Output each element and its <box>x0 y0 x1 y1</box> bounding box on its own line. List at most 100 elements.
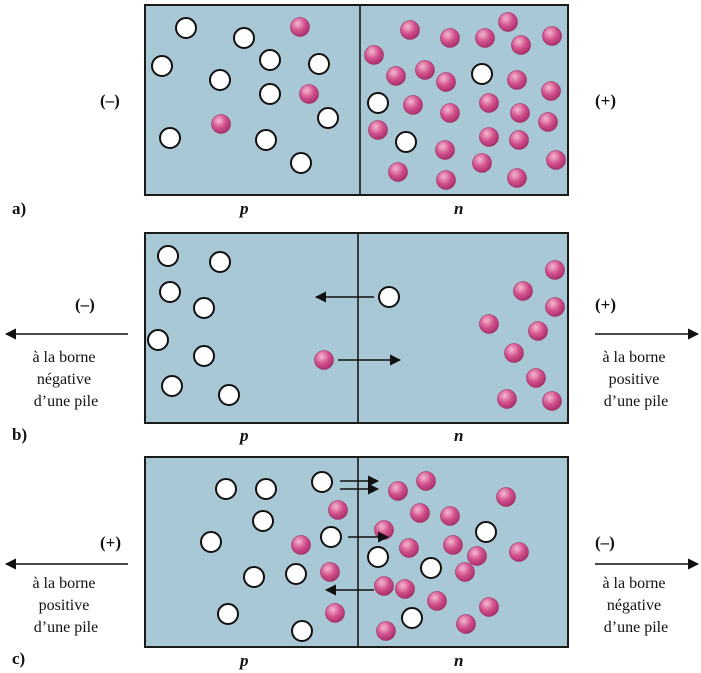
electron <box>435 140 455 160</box>
hole <box>320 526 342 548</box>
panel-c-left-text: à la borne positive d’une pile <box>32 575 99 636</box>
hole <box>378 286 400 308</box>
electron <box>542 391 562 411</box>
electron <box>314 350 334 370</box>
hole <box>209 251 231 273</box>
panel-b-left-text-line: à la borne <box>32 349 95 366</box>
electron <box>479 597 499 617</box>
hole <box>157 245 179 267</box>
panel-c-label: c) <box>12 649 25 668</box>
electron <box>443 535 463 555</box>
panel-a-p-label: p <box>238 199 249 218</box>
electron <box>440 28 460 48</box>
electron <box>510 103 530 123</box>
hole <box>395 131 417 153</box>
panel-b-right-sign: (+) <box>595 295 616 314</box>
electron <box>479 314 499 334</box>
panel-b-p-label: p <box>238 426 249 445</box>
electron <box>528 321 548 341</box>
hole <box>255 129 277 151</box>
panel-c-right-sign: (–) <box>595 533 615 552</box>
electron <box>290 17 310 37</box>
electron <box>498 12 518 32</box>
hole <box>291 620 313 642</box>
hole <box>308 53 330 75</box>
hole <box>471 63 493 85</box>
electron <box>436 72 456 92</box>
panel-b-holes <box>147 245 400 406</box>
electron <box>546 150 566 170</box>
hole <box>218 384 240 406</box>
hole <box>175 17 197 39</box>
hole <box>285 563 307 585</box>
panel-a-right-sign: (+) <box>595 91 616 110</box>
panel-c-left-text-line: d’une pile <box>34 619 98 636</box>
panel-b-left-sign: (–) <box>75 295 95 314</box>
hole <box>317 107 339 129</box>
panel-c-holes <box>200 471 497 642</box>
panel-b-left-text: à la borne négative d’une pile <box>32 349 99 410</box>
hole <box>161 375 183 397</box>
panel-a-label: a) <box>12 199 26 218</box>
panel-b-left-text-line: négative <box>37 371 91 388</box>
panel-a-electrons <box>211 12 566 190</box>
electron <box>386 66 406 86</box>
electron <box>497 389 517 409</box>
panel-a: (–) (+) p n a) <box>12 4 616 218</box>
electron <box>410 503 430 523</box>
panel-b-electrons <box>314 260 565 411</box>
panel-b: (–) (+) à la borne négative d’une pile à… <box>4 232 700 445</box>
electron <box>455 562 475 582</box>
panel-c-left-text-line: à la borne <box>32 575 95 592</box>
panel-a-n-label: n <box>454 199 463 218</box>
hole <box>259 49 281 71</box>
electron <box>496 487 516 507</box>
panel-b-right-text-line: positive <box>609 371 660 388</box>
panel-c-right-text: à la borne négative d’une pile <box>602 575 669 636</box>
electron <box>513 281 533 301</box>
electron <box>509 542 529 562</box>
electron <box>479 127 499 147</box>
electron <box>511 35 531 55</box>
electron <box>376 621 396 641</box>
electron <box>472 153 492 173</box>
electron <box>436 170 456 190</box>
hole <box>252 510 274 532</box>
panel-c-left-sign: (+) <box>100 533 121 552</box>
electron <box>388 481 408 501</box>
electron <box>325 603 345 623</box>
hole <box>367 546 389 568</box>
panel-a-box <box>144 4 569 196</box>
panel-c-electrons <box>291 471 529 641</box>
electron <box>526 368 546 388</box>
electron <box>416 471 436 491</box>
electron <box>211 114 231 134</box>
panel-a-holes <box>151 17 493 174</box>
electron <box>374 576 394 596</box>
electron <box>399 538 419 558</box>
panel-c-p-label: p <box>238 651 249 670</box>
electron <box>538 112 558 132</box>
electron <box>545 297 565 317</box>
panel-c-right-text-line: à la borne <box>602 575 665 592</box>
hole <box>401 607 423 629</box>
hole <box>367 92 389 114</box>
hole <box>217 603 239 625</box>
panel-b-label: b) <box>12 425 27 444</box>
electron <box>541 81 561 101</box>
electron <box>479 93 499 113</box>
electron <box>368 120 388 140</box>
hole <box>243 566 265 588</box>
electron <box>415 60 435 80</box>
electron <box>388 162 408 182</box>
electron <box>291 535 311 555</box>
hole <box>200 531 222 553</box>
electron <box>440 103 460 123</box>
hole <box>255 478 277 500</box>
hole <box>259 83 281 105</box>
hole <box>233 27 255 49</box>
hole <box>475 521 497 543</box>
hole <box>215 478 237 500</box>
